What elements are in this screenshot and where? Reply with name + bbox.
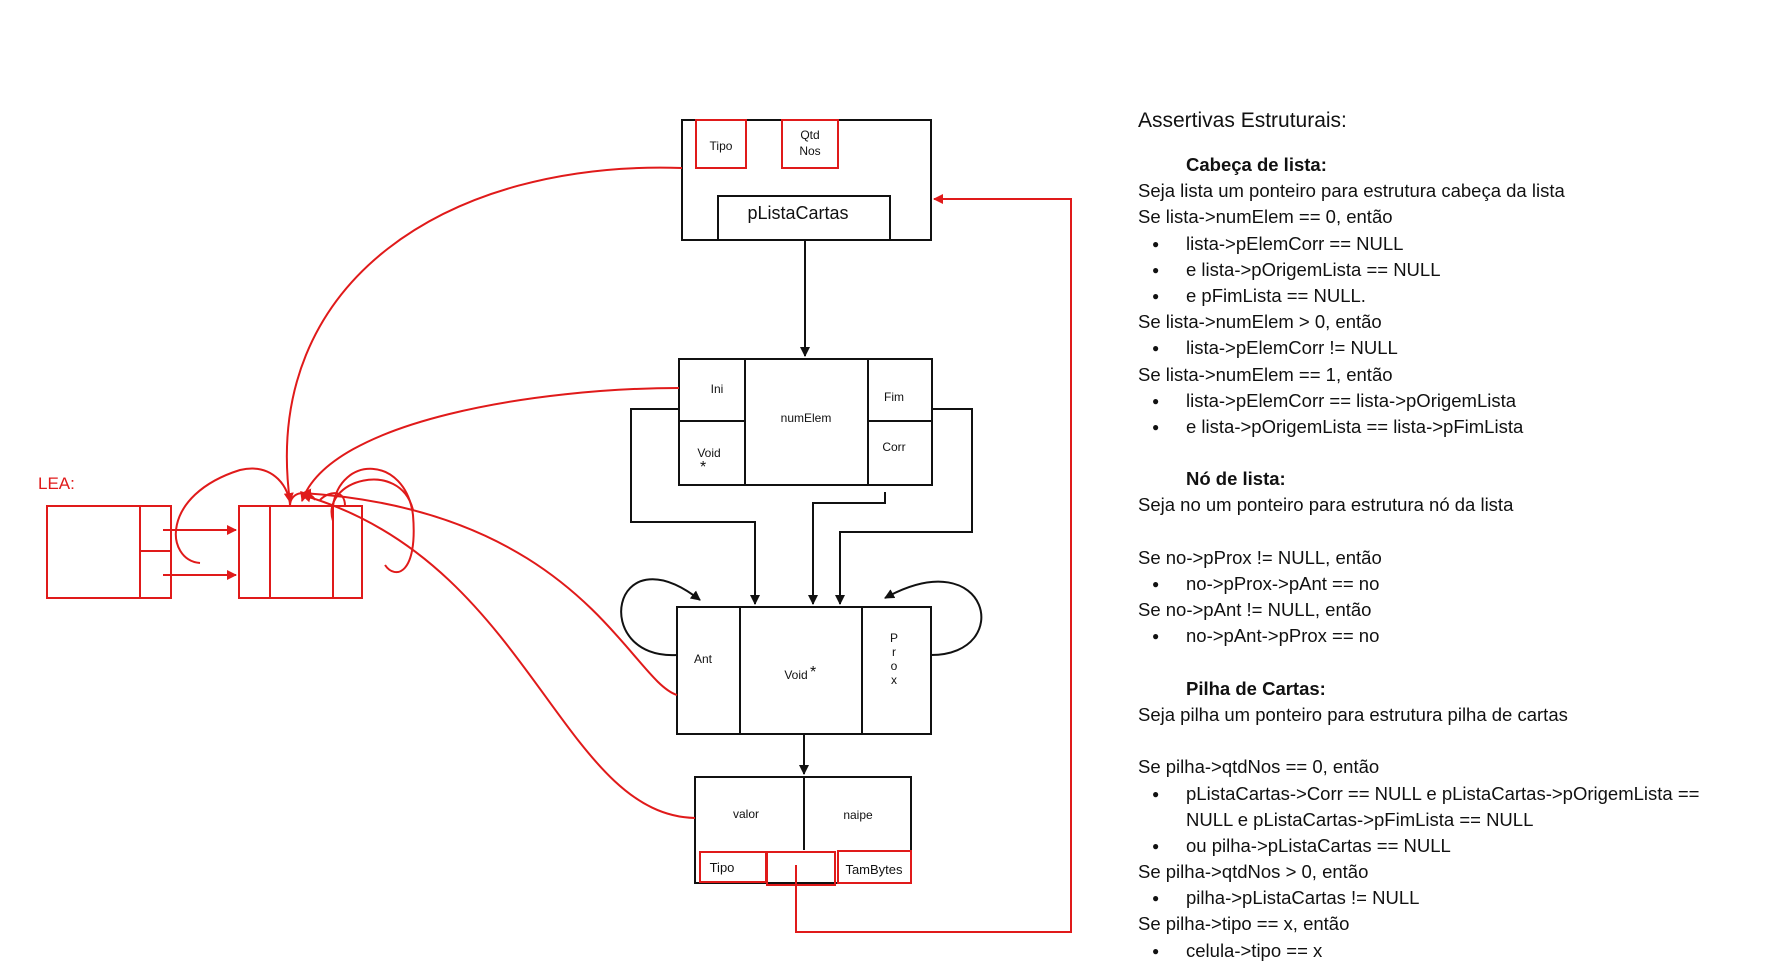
assertion-line: Se pilha->qtdNos == 0, então bbox=[1138, 756, 1380, 778]
tambytes-field bbox=[837, 850, 912, 884]
black-pointer-wires bbox=[630, 240, 973, 775]
assertion-bullet: lista->pElemCorr == NULL bbox=[1138, 231, 1758, 257]
lea-label: LEA: bbox=[38, 474, 75, 493]
section-heading: Pilha de Cartas: bbox=[1186, 677, 1326, 699]
assertion-line: Se pilha->tipo == x, então bbox=[1138, 913, 1350, 935]
assertion-line: Seja lista um ponteiro para estrutura ca… bbox=[1138, 180, 1565, 202]
card-box: valor naipe Tipo TamBytes bbox=[694, 776, 912, 886]
qtdnos-label-line1: Qtd bbox=[800, 128, 819, 142]
structural-assertions-panel: Assertivas Estruturais: Cabeça de lista:… bbox=[1138, 108, 1758, 964]
plistacartas-label: pListaCartas bbox=[747, 203, 848, 223]
section-heading: Cabeça de lista: bbox=[1186, 154, 1327, 175]
assertion-bullet: no->pProx->pAnt == no bbox=[1138, 571, 1758, 597]
void-star: * bbox=[700, 459, 706, 476]
spacer bbox=[1138, 650, 1758, 676]
node-void-label: Void bbox=[784, 668, 807, 682]
assertion-line: Se pilha->qtdNos > 0, então bbox=[1138, 861, 1369, 883]
pilha-head-box: Tipo Qtd Nos pListaCartas bbox=[681, 119, 932, 241]
spacer bbox=[1138, 728, 1758, 754]
prox-letter-o: o bbox=[891, 659, 898, 673]
qtdnos-field bbox=[781, 119, 839, 169]
assertion-line: Se lista->numElem == 1, então bbox=[1138, 363, 1393, 385]
tipo-field bbox=[695, 119, 747, 169]
section-heading: Nó de lista: bbox=[1186, 468, 1286, 490]
ant-self-loop bbox=[620, 578, 701, 657]
assertion-line: Se lista->numElem > 0, então bbox=[1138, 311, 1382, 333]
assertion-line: Se lista->numElem == 0, então bbox=[1138, 206, 1393, 228]
assertion-line: Seja pilha um ponteiro para estrutura pi… bbox=[1138, 703, 1568, 725]
assertion-bullet: e lista->pOrigemLista == lista->pFimList… bbox=[1138, 414, 1758, 440]
prox-letter-r: r bbox=[892, 645, 896, 659]
red-pointer-wires bbox=[163, 166, 1072, 933]
spacer bbox=[1138, 440, 1758, 466]
assertion-bullet: no->pAnt->pProx == no bbox=[1138, 623, 1758, 649]
lista-head-box: Ini Void * numElem Fim Corr bbox=[678, 358, 933, 486]
assertion-line: Se no->pAnt != NULL, então bbox=[1138, 599, 1372, 621]
assertion-bullet: e pFimLista == NULL. bbox=[1138, 283, 1758, 309]
prox-letter-p: P bbox=[890, 631, 898, 645]
assertion-line: Se no->pProx != NULL, então bbox=[1138, 546, 1382, 568]
assertion-bullet: pListaCartas->Corr == NULL e pListaCarta… bbox=[1138, 781, 1758, 807]
assertion-bullet: ou pilha->pListaCartas == NULL bbox=[1138, 833, 1758, 859]
card-tipo-label: Tipo bbox=[710, 860, 735, 875]
list-node-box: Ant Void * P r o x bbox=[620, 578, 983, 735]
tambytes-label: TamBytes bbox=[845, 862, 903, 877]
spacer bbox=[1138, 519, 1758, 545]
assertions-title: Assertivas Estruturais: bbox=[1138, 109, 1347, 132]
card-middle-field bbox=[766, 851, 836, 886]
prox-letter-x: x bbox=[891, 673, 897, 687]
node-void-star: * bbox=[810, 664, 816, 681]
tipo-label: Tipo bbox=[710, 139, 733, 153]
assertion-lines: Cabeça de lista: Seja lista um ponteiro p… bbox=[1138, 152, 1758, 964]
numelem-label: numElem bbox=[781, 411, 832, 425]
assertion-bullet: celula->tipo == x bbox=[1138, 938, 1758, 964]
prox-self-loop bbox=[884, 580, 983, 656]
fim-label: Fim bbox=[884, 390, 904, 404]
assertion-bullet: lista->pElemCorr != NULL bbox=[1138, 335, 1758, 361]
assertion-line: NULL e pListaCartas->pFimLista == NULL bbox=[1186, 808, 1534, 830]
ant-label: Ant bbox=[694, 652, 713, 666]
naipe-label: naipe bbox=[843, 808, 873, 822]
lea-box bbox=[46, 505, 363, 599]
ini-label: Ini bbox=[711, 382, 724, 396]
assertion-line: Seja no um ponteiro para estrutura nó da… bbox=[1138, 494, 1514, 516]
valor-label: valor bbox=[733, 807, 759, 821]
qtdnos-label-line2: Nos bbox=[799, 144, 820, 158]
assertion-bullet: pilha->pListaCartas != NULL bbox=[1138, 885, 1758, 911]
assertion-bullet: e lista->pOrigemLista == NULL bbox=[1138, 257, 1758, 283]
void-label: Void bbox=[697, 446, 720, 460]
corr-label: Corr bbox=[882, 440, 905, 454]
assertion-bullet: lista->pElemCorr == lista->pOrigemLista bbox=[1138, 388, 1758, 414]
